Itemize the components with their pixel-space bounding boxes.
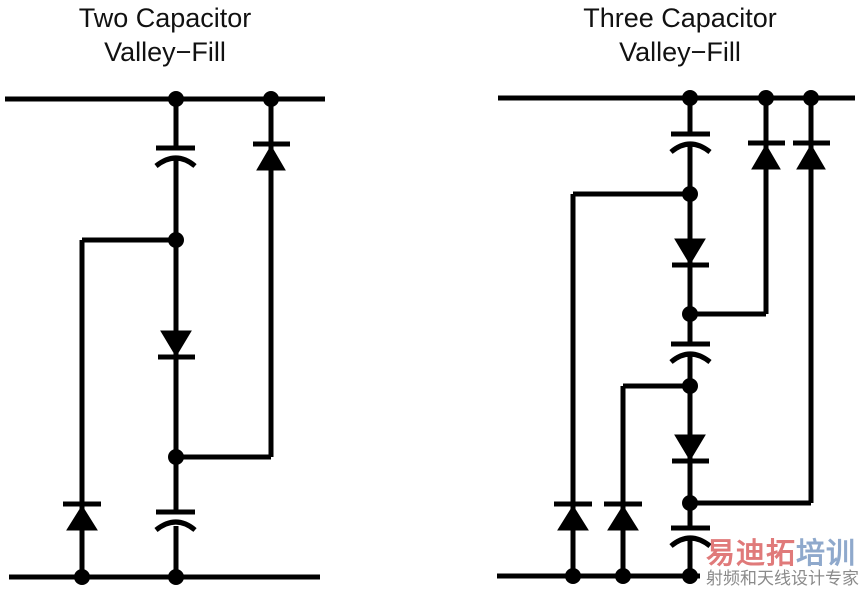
junction-dot	[682, 568, 698, 584]
junction-dot	[758, 90, 774, 106]
junction-dot	[168, 449, 184, 465]
diode-icon	[748, 140, 785, 170]
two-capacitor-title: Two Capacitor Valley−Fill	[20, 1, 310, 69]
junction-dot	[682, 186, 698, 202]
diode-icon	[253, 141, 290, 171]
diode-icon	[672, 238, 709, 268]
three-capacitor-circuit	[497, 95, 855, 579]
junction-dot	[682, 495, 698, 511]
diode-icon	[604, 501, 642, 531]
diode-icon	[554, 501, 592, 531]
title-line-1: Three Capacitor	[583, 3, 777, 33]
junction-dot	[615, 568, 631, 584]
title-line-1: Two Capacitor	[78, 3, 252, 33]
junction-dot	[682, 90, 698, 106]
watermark-blue-text: 培训	[796, 536, 857, 570]
watermark-red-text: 易迪拓	[706, 536, 797, 570]
three-capacitor-title: Three Capacitor Valley−Fill	[530, 1, 830, 69]
junction-dot	[682, 378, 698, 394]
diode-icon	[158, 330, 195, 360]
capacitor-icon	[154, 509, 197, 533]
capacitor-icon	[669, 525, 712, 549]
capacitor-icon	[669, 131, 712, 155]
junction-dot	[565, 568, 581, 584]
junction-dot	[263, 91, 279, 107]
junction-dot	[168, 569, 184, 585]
title-line-2: Valley−Fill	[619, 37, 741, 67]
capacitor-icon	[154, 145, 197, 169]
watermark-logo: 易迪拓培训	[706, 537, 856, 569]
diode-icon	[793, 140, 830, 170]
diode-icon	[672, 434, 709, 464]
junction-dot	[168, 91, 184, 107]
capacitor-icon	[669, 341, 712, 365]
junction-dot	[168, 232, 184, 248]
junction-dot	[682, 306, 698, 322]
junction-dot	[74, 569, 90, 585]
title-line-2: Valley−Fill	[104, 37, 226, 67]
diode-icon	[63, 501, 101, 531]
watermark-subtitle: 射频和天线设计专家	[706, 569, 859, 589]
junction-dot	[803, 90, 819, 106]
